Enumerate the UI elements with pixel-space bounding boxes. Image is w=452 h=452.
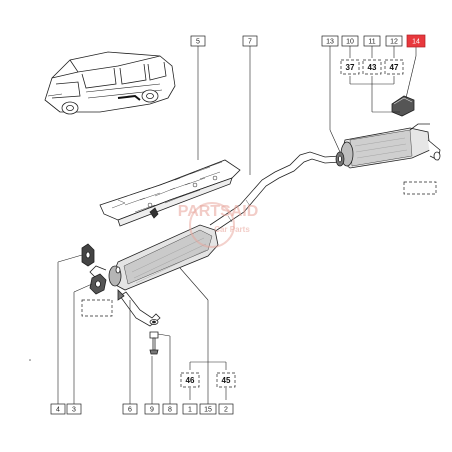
callout-11[interactable]: 11 xyxy=(363,35,381,47)
watermark-text: PARTSAID xyxy=(178,203,259,220)
callout-2-label: 2 xyxy=(224,407,228,414)
callout-4[interactable]: 4 xyxy=(50,403,66,415)
callout-5[interactable]: 5 xyxy=(190,35,206,47)
qty-37: 37 xyxy=(340,59,360,75)
callout-2[interactable]: 2 xyxy=(218,403,234,415)
callout-12-label: 12 xyxy=(390,39,398,46)
callout-7[interactable]: 7 xyxy=(242,35,258,47)
bolt-nut-set xyxy=(149,207,159,355)
rubber-mount xyxy=(391,95,415,117)
leader-lines xyxy=(57,44,417,405)
dot-mark xyxy=(29,359,31,361)
qty-43: 43 xyxy=(362,59,382,75)
callout-7-label: 7 xyxy=(248,39,252,46)
callout-13-label: 13 xyxy=(326,39,334,46)
callout-1-label: 1 xyxy=(188,407,192,414)
qty-45-label: 45 xyxy=(222,376,231,385)
callout-5-label: 5 xyxy=(196,39,200,46)
callout-6-label: 6 xyxy=(128,407,132,414)
callout-13[interactable]: 13 xyxy=(321,35,339,47)
callout-3-label: 3 xyxy=(72,407,76,414)
callout-15[interactable]: 15 xyxy=(199,403,217,415)
callout-11-label: 11 xyxy=(368,39,375,46)
exhaust-pipe xyxy=(209,151,341,233)
hanger-bracket xyxy=(81,243,107,295)
callout-14-label: 14 xyxy=(412,39,420,46)
callout-10[interactable]: 10 xyxy=(341,35,359,47)
callout-3[interactable]: 3 xyxy=(66,403,82,415)
callout-14-highlighted[interactable]: 14 xyxy=(406,34,426,48)
callout-9[interactable]: 9 xyxy=(144,403,160,415)
watermark-subtext: Car Parts xyxy=(214,225,250,234)
rear-silencer xyxy=(339,123,441,169)
reference-boxes xyxy=(81,181,437,317)
qty-46-label: 46 xyxy=(186,376,195,385)
callout-8[interactable]: 8 xyxy=(162,403,178,415)
callout-4-label: 4 xyxy=(56,407,60,414)
qty-47: 47 xyxy=(384,59,404,75)
callout-12[interactable]: 12 xyxy=(385,35,403,47)
qty-46: 46 xyxy=(180,372,200,388)
qty-47-label: 47 xyxy=(390,63,399,72)
qty-43-label: 43 xyxy=(368,63,377,72)
qty-37-label: 37 xyxy=(346,63,355,72)
van-illustration xyxy=(44,51,176,115)
flange-clamp xyxy=(335,151,345,167)
heat-shield xyxy=(99,159,241,227)
callout-6[interactable]: 6 xyxy=(122,403,138,415)
callout-8-label: 8 xyxy=(168,407,172,414)
front-silencer xyxy=(89,224,219,291)
callout-1[interactable]: 1 xyxy=(182,403,198,415)
watermark: PARTSAID Car Parts xyxy=(178,202,259,248)
callout-9-label: 9 xyxy=(150,407,154,414)
callout-10-label: 10 xyxy=(346,39,354,46)
callout-15-label: 15 xyxy=(204,407,212,414)
qty-45: 45 xyxy=(216,372,236,388)
